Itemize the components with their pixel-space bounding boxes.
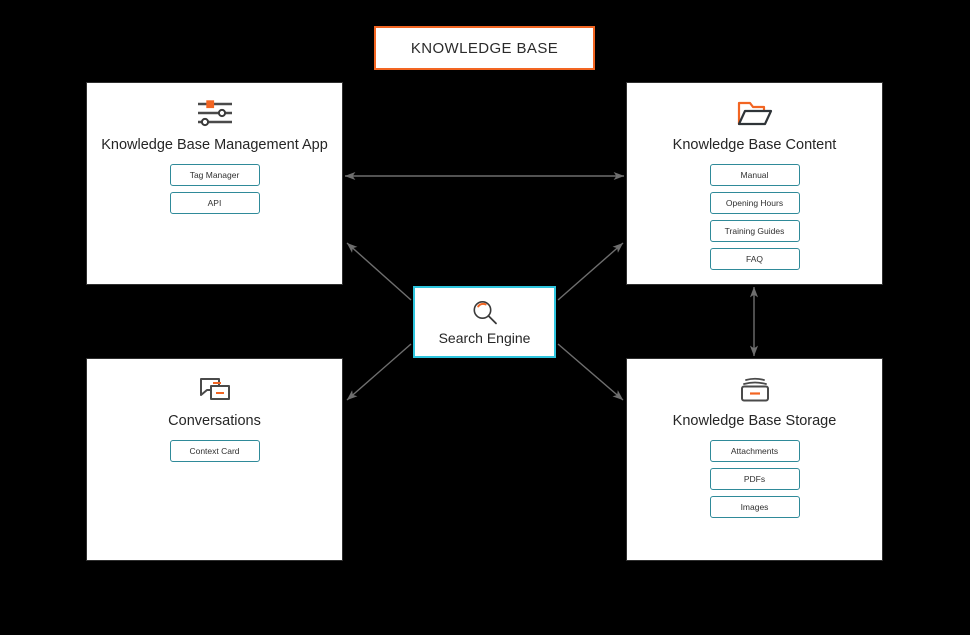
card-conversations[interactable]: Conversations Context Card bbox=[86, 358, 343, 561]
storage-box-icon bbox=[627, 373, 882, 407]
card-knowledge-base-storage[interactable]: Knowledge Base Storage Attachments PDFs … bbox=[626, 358, 883, 561]
pill-pdfs[interactable]: PDFs bbox=[709, 468, 800, 490]
pill-tag-manager[interactable]: Tag Manager bbox=[169, 164, 260, 186]
pill-training-guides[interactable]: Training Guides bbox=[709, 220, 800, 242]
pill-api[interactable]: API bbox=[169, 192, 260, 214]
diagram-title-text: KNOWLEDGE BASE bbox=[410, 39, 559, 57]
node-search-engine-label: Search Engine bbox=[438, 330, 531, 346]
card-knowledge-base-content[interactable]: Knowledge Base Content Manual Opening Ho… bbox=[626, 82, 883, 285]
pill-list: Attachments PDFs Images bbox=[627, 440, 882, 518]
pill-faq[interactable]: FAQ bbox=[709, 248, 800, 270]
card-title: Conversations bbox=[168, 413, 261, 429]
pill-opening-hours[interactable]: Opening Hours bbox=[709, 192, 800, 214]
card-knowledge-base-management-app[interactable]: Knowledge Base Management App Tag Manage… bbox=[86, 82, 343, 285]
pill-list: Manual Opening Hours Training Guides FAQ bbox=[627, 164, 882, 270]
pill-context-card[interactable]: Context Card bbox=[169, 440, 260, 462]
edge-search-to-content bbox=[557, 242, 624, 301]
pill-manual[interactable]: Manual bbox=[709, 164, 800, 186]
edge-search-to-storage bbox=[557, 343, 624, 401]
sliders-icon bbox=[87, 97, 342, 131]
magnifier-icon bbox=[470, 298, 500, 328]
edge-search-to-conversations bbox=[346, 343, 412, 401]
card-title: Knowledge Base Content bbox=[672, 137, 837, 153]
pill-list: Context Card bbox=[87, 440, 342, 462]
node-search-engine[interactable]: Search Engine bbox=[413, 286, 556, 358]
card-title: Knowledge Base Management App bbox=[101, 137, 328, 153]
pill-attachments[interactable]: Attachments bbox=[709, 440, 800, 462]
card-title: Knowledge Base Storage bbox=[672, 413, 837, 429]
diagram-title-box: KNOWLEDGE BASE bbox=[374, 26, 595, 70]
folder-open-icon bbox=[627, 97, 882, 131]
edge-search-to-management bbox=[346, 242, 412, 301]
pill-images[interactable]: Images bbox=[709, 496, 800, 518]
pill-list: Tag Manager API bbox=[87, 164, 342, 214]
chat-bubbles-icon bbox=[87, 373, 342, 407]
